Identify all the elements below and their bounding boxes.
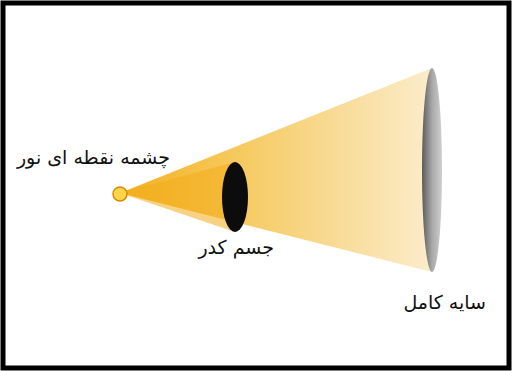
source-label: چشمه نقطه ای نور <box>15 146 172 169</box>
frame <box>3 3 509 368</box>
full-shadow <box>422 68 442 272</box>
point-source <box>113 187 127 201</box>
shadow-label: سایه کامل <box>401 291 488 314</box>
body-label: جسم کدر <box>196 236 276 259</box>
opaque-body <box>222 162 248 232</box>
inner-cone <box>120 162 235 232</box>
light-cone <box>120 68 432 272</box>
